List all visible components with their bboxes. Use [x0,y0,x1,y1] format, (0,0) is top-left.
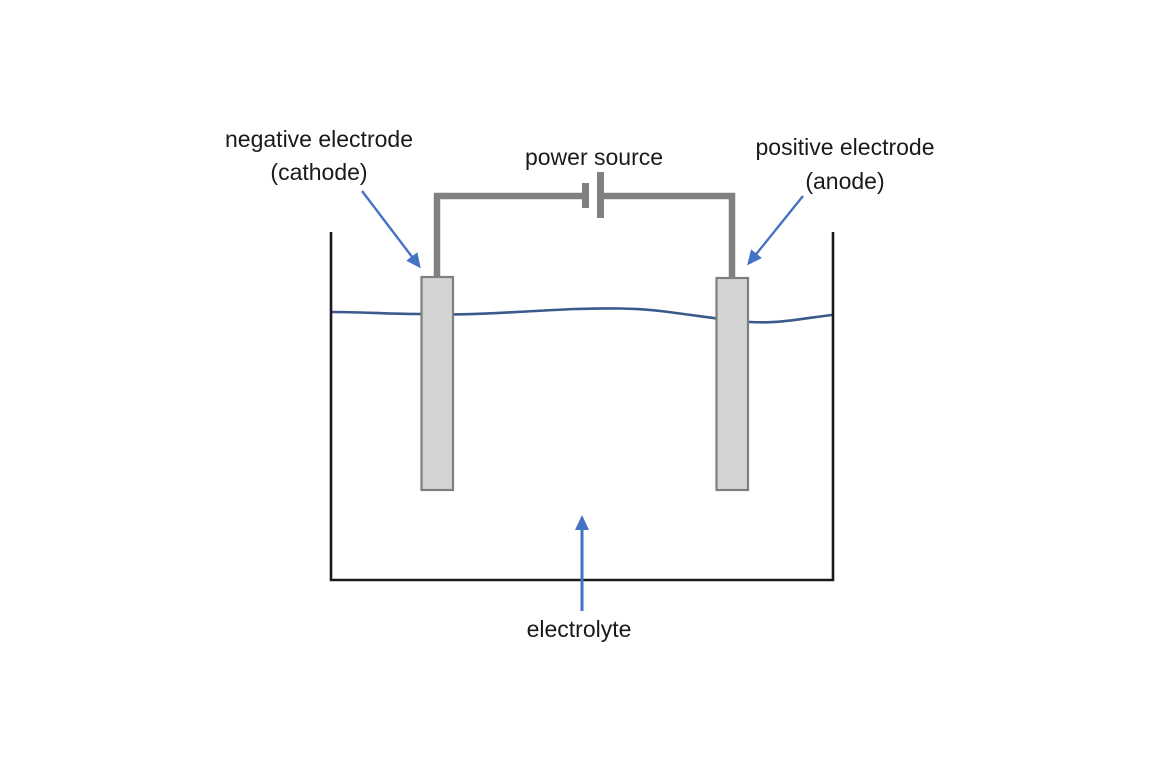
liquid-surface-line [330,307,833,324]
power-source-label: power source [524,144,664,170]
battery-symbol [582,172,604,218]
anode-pointer-arrow [747,195,804,266]
electrolyte-label: electrolyte [526,616,632,642]
positive-electrode-label-line1: positive electrode [755,134,935,160]
wire-left [433,192,582,279]
negative-electrode-label-line2: (cathode) [270,159,368,185]
negative-electrode-label-line1: negative electrode [225,126,413,152]
cathode-pointer-arrow [361,190,421,269]
wire-right [603,192,736,280]
positive-electrode-label: positive electrode (anode) [756,130,935,198]
negative-electrode-label: negative electrode (cathode) [225,123,413,189]
cathode-electrode [420,275,455,492]
anode-electrode [715,276,750,492]
positive-electrode-label-line2: (anode) [805,168,885,194]
